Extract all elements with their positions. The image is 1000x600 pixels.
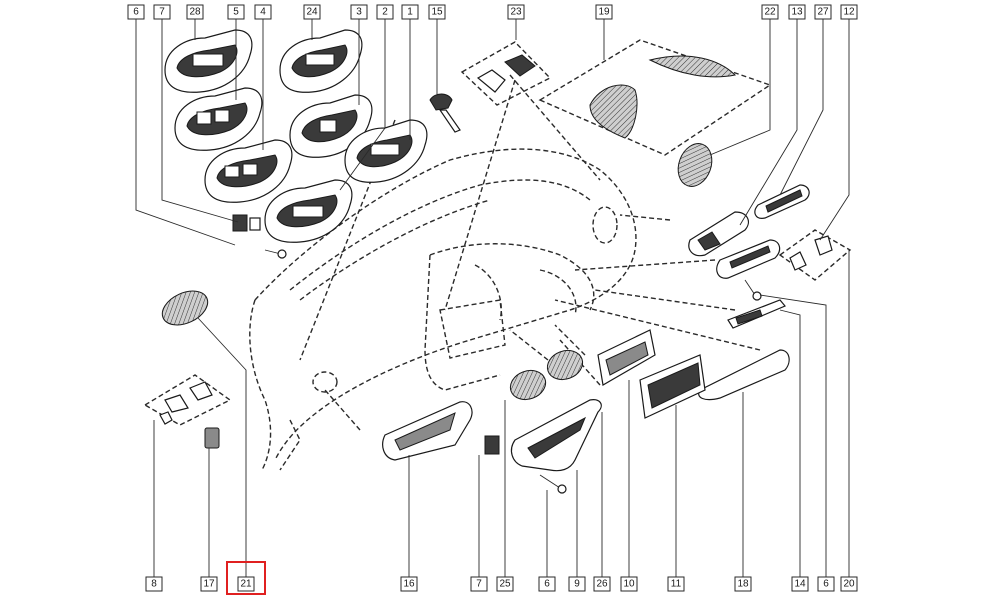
bottom-callout-17: 17 xyxy=(200,576,218,592)
top-callout-row: 6 7 28 5 4 24 3 2 1 15 23 19 22 13 27 12 xyxy=(127,4,858,20)
bottom-callout-18: 18 xyxy=(734,576,752,592)
screw-6-right xyxy=(744,279,762,301)
svg-text:11: 11 xyxy=(671,579,682,590)
bottom-callout-6: 6 xyxy=(817,576,835,592)
bottom-callout-9: 9 xyxy=(568,576,586,592)
svg-text:21: 21 xyxy=(240,579,252,590)
svg-text:9: 9 xyxy=(574,579,580,590)
bottom-callout-10: 10 xyxy=(620,576,638,592)
bottom-callout-7: 7 xyxy=(470,576,488,592)
svg-text:27: 27 xyxy=(817,7,829,18)
top-callout-13: 13 xyxy=(788,4,806,20)
svg-text:5: 5 xyxy=(233,7,239,18)
bottom-callout-16: 16 xyxy=(400,576,418,592)
highlight-box xyxy=(226,561,266,595)
top-callout-1: 1 xyxy=(401,4,419,20)
top-callout-6: 6 xyxy=(127,4,145,20)
top-callout-28: 28 xyxy=(186,4,204,20)
trim-18 xyxy=(698,349,790,401)
svg-text:14: 14 xyxy=(794,579,806,590)
svg-text:19: 19 xyxy=(598,7,610,18)
bottom-callout-row: 8 17 21 16 7 25 6 9 26 10 11 18 14 6 20 xyxy=(145,576,858,592)
grille-panel-19 xyxy=(538,39,772,156)
top-callout-7: 7 xyxy=(153,4,171,20)
top-callout-3: 3 xyxy=(350,4,368,20)
console-panel-9 xyxy=(510,399,602,494)
svg-text:12: 12 xyxy=(843,7,855,18)
bottom-callout-6: 6 xyxy=(538,576,556,592)
callout-leaders xyxy=(135,18,850,577)
bottom-callout-25: 25 xyxy=(496,576,514,592)
round-vent-right xyxy=(677,143,713,187)
vent-10 xyxy=(597,329,656,386)
switch-panel-13 xyxy=(716,239,781,279)
svg-text:7: 7 xyxy=(159,7,165,18)
svg-text:20: 20 xyxy=(843,579,855,590)
bottom-callout-20: 20 xyxy=(840,576,858,592)
svg-text:28: 28 xyxy=(189,7,201,18)
switch-panel-27 xyxy=(754,184,810,219)
round-vent-21 xyxy=(161,290,209,326)
vent-22 xyxy=(688,211,749,257)
dashboard-outline xyxy=(249,148,637,471)
svg-text:8: 8 xyxy=(151,579,157,590)
svg-text:13: 13 xyxy=(791,7,803,18)
svg-text:6: 6 xyxy=(133,7,139,18)
push-pin-15 xyxy=(429,93,461,133)
clip-group-8 xyxy=(143,374,232,426)
clip-7-bottom xyxy=(484,435,500,455)
svg-text:4: 4 xyxy=(260,7,266,18)
clip-and-screw-top-left xyxy=(232,214,287,259)
svg-text:16: 16 xyxy=(403,579,415,590)
top-callout-2: 2 xyxy=(376,4,394,20)
svg-text:3: 3 xyxy=(356,7,362,18)
svg-text:6: 6 xyxy=(823,579,829,590)
bottom-callout-26: 26 xyxy=(593,576,611,592)
svg-text:7: 7 xyxy=(476,579,482,590)
svg-text:17: 17 xyxy=(203,579,215,590)
top-callout-24: 24 xyxy=(303,4,321,20)
top-callout-22: 22 xyxy=(761,4,779,20)
svg-text:2: 2 xyxy=(382,7,388,18)
svg-text:25: 25 xyxy=(499,579,511,590)
svg-text:1: 1 xyxy=(407,7,413,18)
clip-group-12 xyxy=(778,229,852,281)
svg-text:6: 6 xyxy=(544,579,550,590)
top-callout-4: 4 xyxy=(254,4,272,20)
vent-11 xyxy=(639,354,706,419)
top-callout-12: 12 xyxy=(840,4,858,20)
svg-text:24: 24 xyxy=(306,7,318,18)
top-callout-23: 23 xyxy=(507,4,525,20)
glovebox-handle-16 xyxy=(382,401,473,461)
svg-text:22: 22 xyxy=(764,7,776,18)
svg-text:26: 26 xyxy=(596,579,608,590)
vent-bezel-stack-right xyxy=(279,29,428,183)
top-callout-5: 5 xyxy=(227,4,245,20)
bottom-callout-11: 11 xyxy=(667,576,685,592)
clip-group-23 xyxy=(460,41,552,106)
svg-text:18: 18 xyxy=(737,579,749,590)
top-callout-19: 19 xyxy=(595,4,613,20)
svg-text:10: 10 xyxy=(623,579,635,590)
clip-17 xyxy=(204,427,220,449)
trim-14 xyxy=(727,299,786,329)
bottom-callout-21: 21 xyxy=(237,576,255,592)
svg-text:23: 23 xyxy=(510,7,522,18)
top-callout-27: 27 xyxy=(814,4,832,20)
bottom-callout-14: 14 xyxy=(791,576,809,592)
bottom-callout-8: 8 xyxy=(145,576,163,592)
vent-bezel-stack-left xyxy=(164,29,353,243)
svg-text:15: 15 xyxy=(431,7,443,18)
round-vents-25-26 xyxy=(509,349,584,401)
lower-left-trim xyxy=(159,411,173,425)
top-callout-15: 15 xyxy=(428,4,446,20)
